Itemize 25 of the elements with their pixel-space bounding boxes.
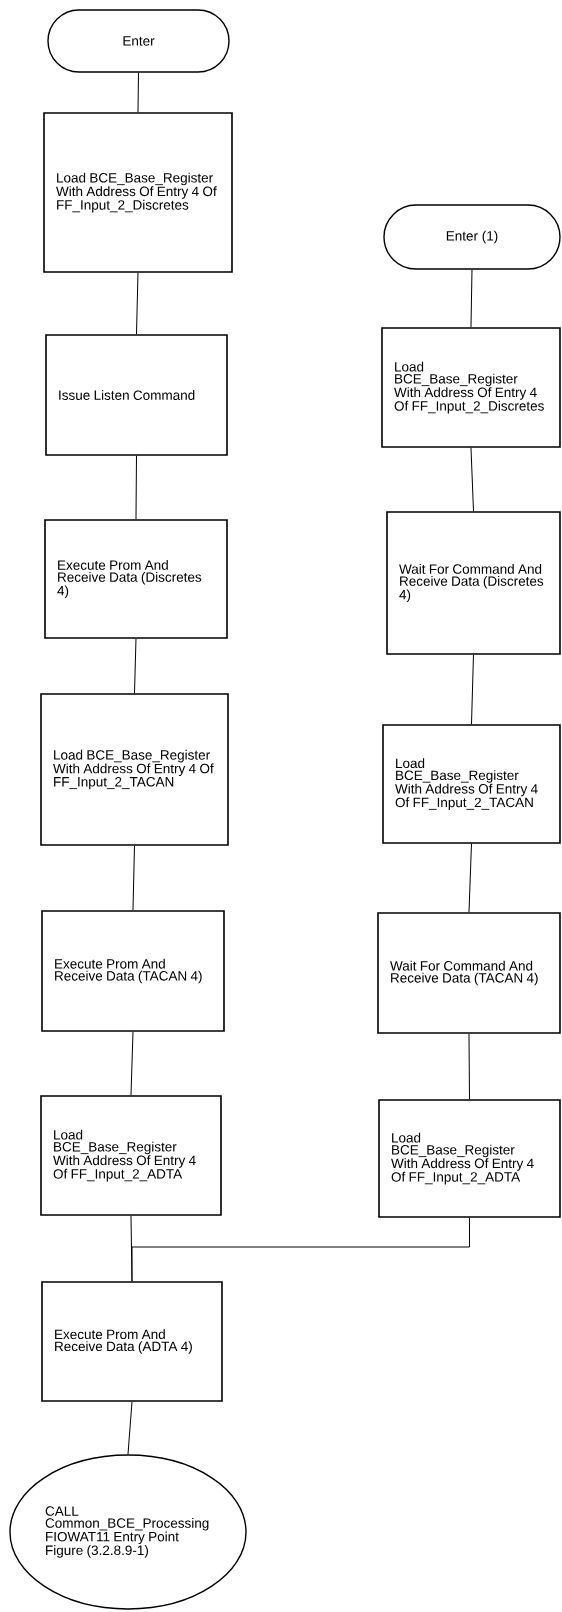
connector-line — [134, 638, 137, 694]
process-box: Load BCE_Base_Register With Address Of Entry 4 Of FF_Input_2_Discretes — [43, 112, 233, 273]
process-box: Execute Prom And Receive Data (ADTA 4) — [41, 1281, 223, 1402]
connector-line — [468, 843, 472, 913]
connector-line — [130, 1031, 134, 1096]
connector-line — [135, 455, 137, 520]
connector-line — [471, 654, 474, 725]
connector-line — [470, 447, 474, 512]
process-box: Execute Prom And Receive Data (Discretes 4) — [44, 519, 228, 639]
process-box: Wait For Command And Receive Data (Discretes 4) — [386, 511, 561, 655]
process-box: Load BCE_Base_Register With Address Of Entry 4 Of FF_Input_2_TACAN — [382, 724, 561, 844]
process-box: Load BCE_Base_Register With Address Of Entry 4 Of FF_Input_2_TACAN — [40, 693, 229, 846]
process-box: Load BCE_Base_Register With Address Of Entry 4 Of FF_Input_2_Discretes — [381, 327, 561, 448]
process-box: Load BCE_Base_Register With Address Of Entry 4 Of FF_Input_2_ADTA — [378, 1099, 561, 1218]
process-box: Wait For Command And Receive Data (TACAN 4) — [377, 912, 561, 1034]
process-box: Load BCE_Base_Register With Address Of Entry 4 Of FF_Input_2_ADTA — [40, 1095, 222, 1216]
connector-line — [470, 269, 473, 328]
connector-line — [468, 1033, 470, 1100]
process-box: Execute Prom And Receive Data (TACAN 4) — [41, 910, 225, 1032]
connector-line — [136, 272, 139, 335]
connector-line — [127, 1401, 133, 1455]
connector-line — [131, 1217, 470, 1282]
process-box: Issue Listen Command — [45, 334, 228, 456]
connector-line — [132, 845, 135, 911]
connector-line — [137, 72, 139, 113]
